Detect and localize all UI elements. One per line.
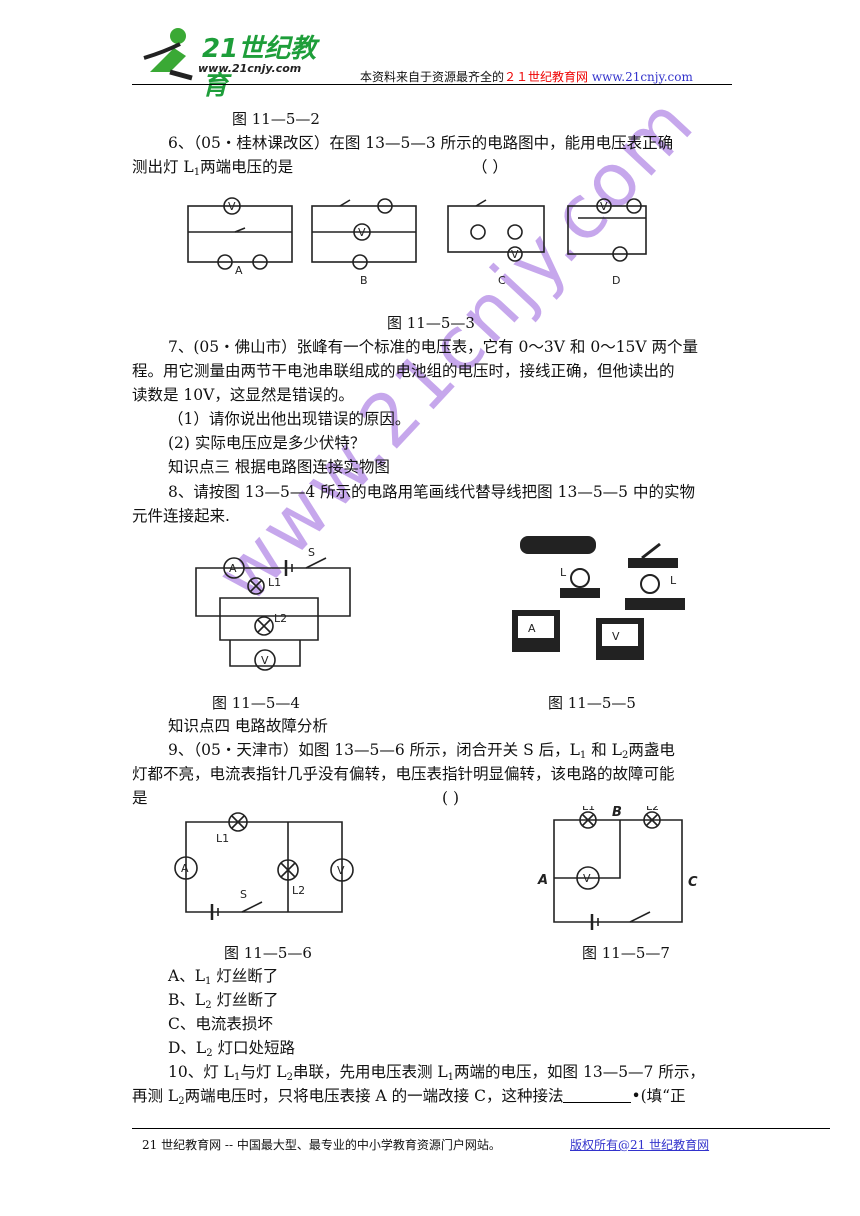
q9-option-c: C、电流表损坏 xyxy=(168,1015,273,1033)
q9-option-d: D、L2 灯口处短路 xyxy=(168,1039,296,1059)
fig-caption-11-5-5: 图 11—5—5 xyxy=(548,694,636,712)
q8-line2: 元件连接起来. xyxy=(132,507,230,525)
q7-line2: 程。用它测量由两节干电池串联组成的电池组的电压时，接线正确，但他读出的 xyxy=(132,362,675,380)
circuit-d: V D xyxy=(567,198,647,287)
q10-answer-blank[interactable] xyxy=(563,1088,632,1103)
svg-text:L1: L1 xyxy=(582,806,595,813)
svg-text:L2: L2 xyxy=(646,806,659,813)
q7-sub1: （1）请你说出他出现错误的原因。 xyxy=(168,410,411,428)
q6-answer-paren: （ ） xyxy=(472,158,508,176)
svg-text:D: D xyxy=(612,274,620,287)
svg-text:S: S xyxy=(308,546,315,559)
logo-figure-icon xyxy=(143,28,193,81)
q9-line3: 是( ) xyxy=(132,789,460,807)
svg-text:V: V xyxy=(600,200,608,213)
q9-answer-paren: ( ) xyxy=(442,789,460,807)
svg-text:B: B xyxy=(360,274,368,287)
svg-text:B: B xyxy=(612,806,622,820)
q8-line1: 8、请按图 13—5—4 所示的电路用笔画线代替导线把图 13—5—5 中的实物 xyxy=(168,483,695,501)
svg-text:V: V xyxy=(261,654,269,667)
q9-line1: 9、（05・天津市）如图 13—5—6 所示，闭合开关 S 后，L1 和 L2两… xyxy=(168,741,675,761)
circuit-a: V A xyxy=(187,197,293,277)
circuit-c: V C xyxy=(447,199,545,287)
q6-line2: 测出灯 L1两端电压的是（ ） xyxy=(132,158,508,178)
header-rule xyxy=(132,84,732,85)
fig-caption-11-5-4: 图 11—5—4 xyxy=(212,694,300,712)
q10-line2: 再测 L2两端电压时，只将电压表接 A 的一端改接 C，这种接法•(填“正 xyxy=(132,1087,686,1107)
svg-text:A: A xyxy=(181,862,189,875)
circuit-11-5-6: A L1 L2 V S xyxy=(174,812,354,920)
fig-caption-11-5-3: 图 11—5—3 xyxy=(387,314,475,332)
svg-text:V: V xyxy=(612,630,620,643)
q9-line2: 灯都不亮，电流表指针几乎没有偏转，电压表指针明显偏转，该电路的故障可能 xyxy=(132,765,675,783)
svg-text:V: V xyxy=(358,226,366,239)
svg-text:A: A xyxy=(235,264,243,277)
svg-text:A: A xyxy=(537,873,548,888)
fig-caption-11-5-6: 图 11—5—6 xyxy=(224,944,312,962)
q9-option-a: A、L1 灯丝断了 xyxy=(168,967,279,987)
footer-copyright-link[interactable]: 版权所有@21 世纪教育网 xyxy=(570,1138,710,1152)
physical-components-11-5-5: L L A V xyxy=(512,536,685,660)
footer-rule xyxy=(132,1128,830,1129)
svg-text:A: A xyxy=(229,562,237,575)
q7-sub2: (2) 实际电压应是多少伏特？ xyxy=(168,434,366,452)
circuit-11-5-7: L1 L2 B V A C xyxy=(537,806,698,930)
svg-text:V: V xyxy=(583,872,591,885)
footer-left: 21 世纪教育网 -- 中国最大型、最专业的中小学教育资源门户网站。 xyxy=(142,1138,501,1152)
q10-line1: 10、灯 L1与灯 L2串联，先用电压表测 L1两端的电压，如图 13—5—7 … xyxy=(168,1063,705,1083)
svg-text:L2: L2 xyxy=(274,612,287,625)
header-source: 本资料来自于资源最齐全的２１世纪教育网 www.21cnjy.com xyxy=(360,70,693,84)
svg-text:A: A xyxy=(528,622,536,635)
fig-caption-11-5-2: 图 11—5—2 xyxy=(232,110,320,128)
logo-title: 21世纪教育 xyxy=(202,34,317,101)
knowledge-point-4: 知识点四 电路故障分析 xyxy=(168,717,328,735)
svg-text:L1: L1 xyxy=(216,832,229,845)
svg-text:C: C xyxy=(498,274,506,287)
q6-circuit-options: V A V B V C V D xyxy=(187,197,647,287)
header-logo: 21世纪教育 www.21cnjy.com xyxy=(140,22,340,101)
circuit-11-5-4: A S L1 L2 V xyxy=(195,546,351,671)
svg-text:V: V xyxy=(337,864,345,877)
svg-text:L: L xyxy=(560,566,567,579)
fig-caption-11-5-7: 图 11—5—7 xyxy=(582,944,670,962)
svg-text:S: S xyxy=(240,888,247,901)
svg-text:V: V xyxy=(511,248,519,261)
svg-text:L: L xyxy=(670,574,677,587)
header-link[interactable]: www.21cnjy.com xyxy=(591,70,693,84)
circuit-b: V B xyxy=(311,198,417,287)
svg-text:L2: L2 xyxy=(292,884,305,897)
q6-line1: 6、（05・桂林课改区）在图 13—5—3 所示的电路图中，能用电压表正确 xyxy=(168,134,674,152)
svg-text:L1: L1 xyxy=(268,576,281,589)
knowledge-point-3: 知识点三 根据电路图连接实物图 xyxy=(168,458,390,476)
svg-text:C: C xyxy=(688,875,698,890)
logo-url: www.21cnjy.com xyxy=(198,62,302,75)
q7-line1: 7、(05・佛山市）张峰有一个标准的电压表，它有 0～3V 和 0～15V 两个… xyxy=(168,338,699,356)
svg-text:V: V xyxy=(228,200,236,213)
q7-line3: 读数是 10V，这显然是错误的。 xyxy=(132,386,354,404)
q9-option-b: B、L2 灯丝断了 xyxy=(168,991,279,1011)
